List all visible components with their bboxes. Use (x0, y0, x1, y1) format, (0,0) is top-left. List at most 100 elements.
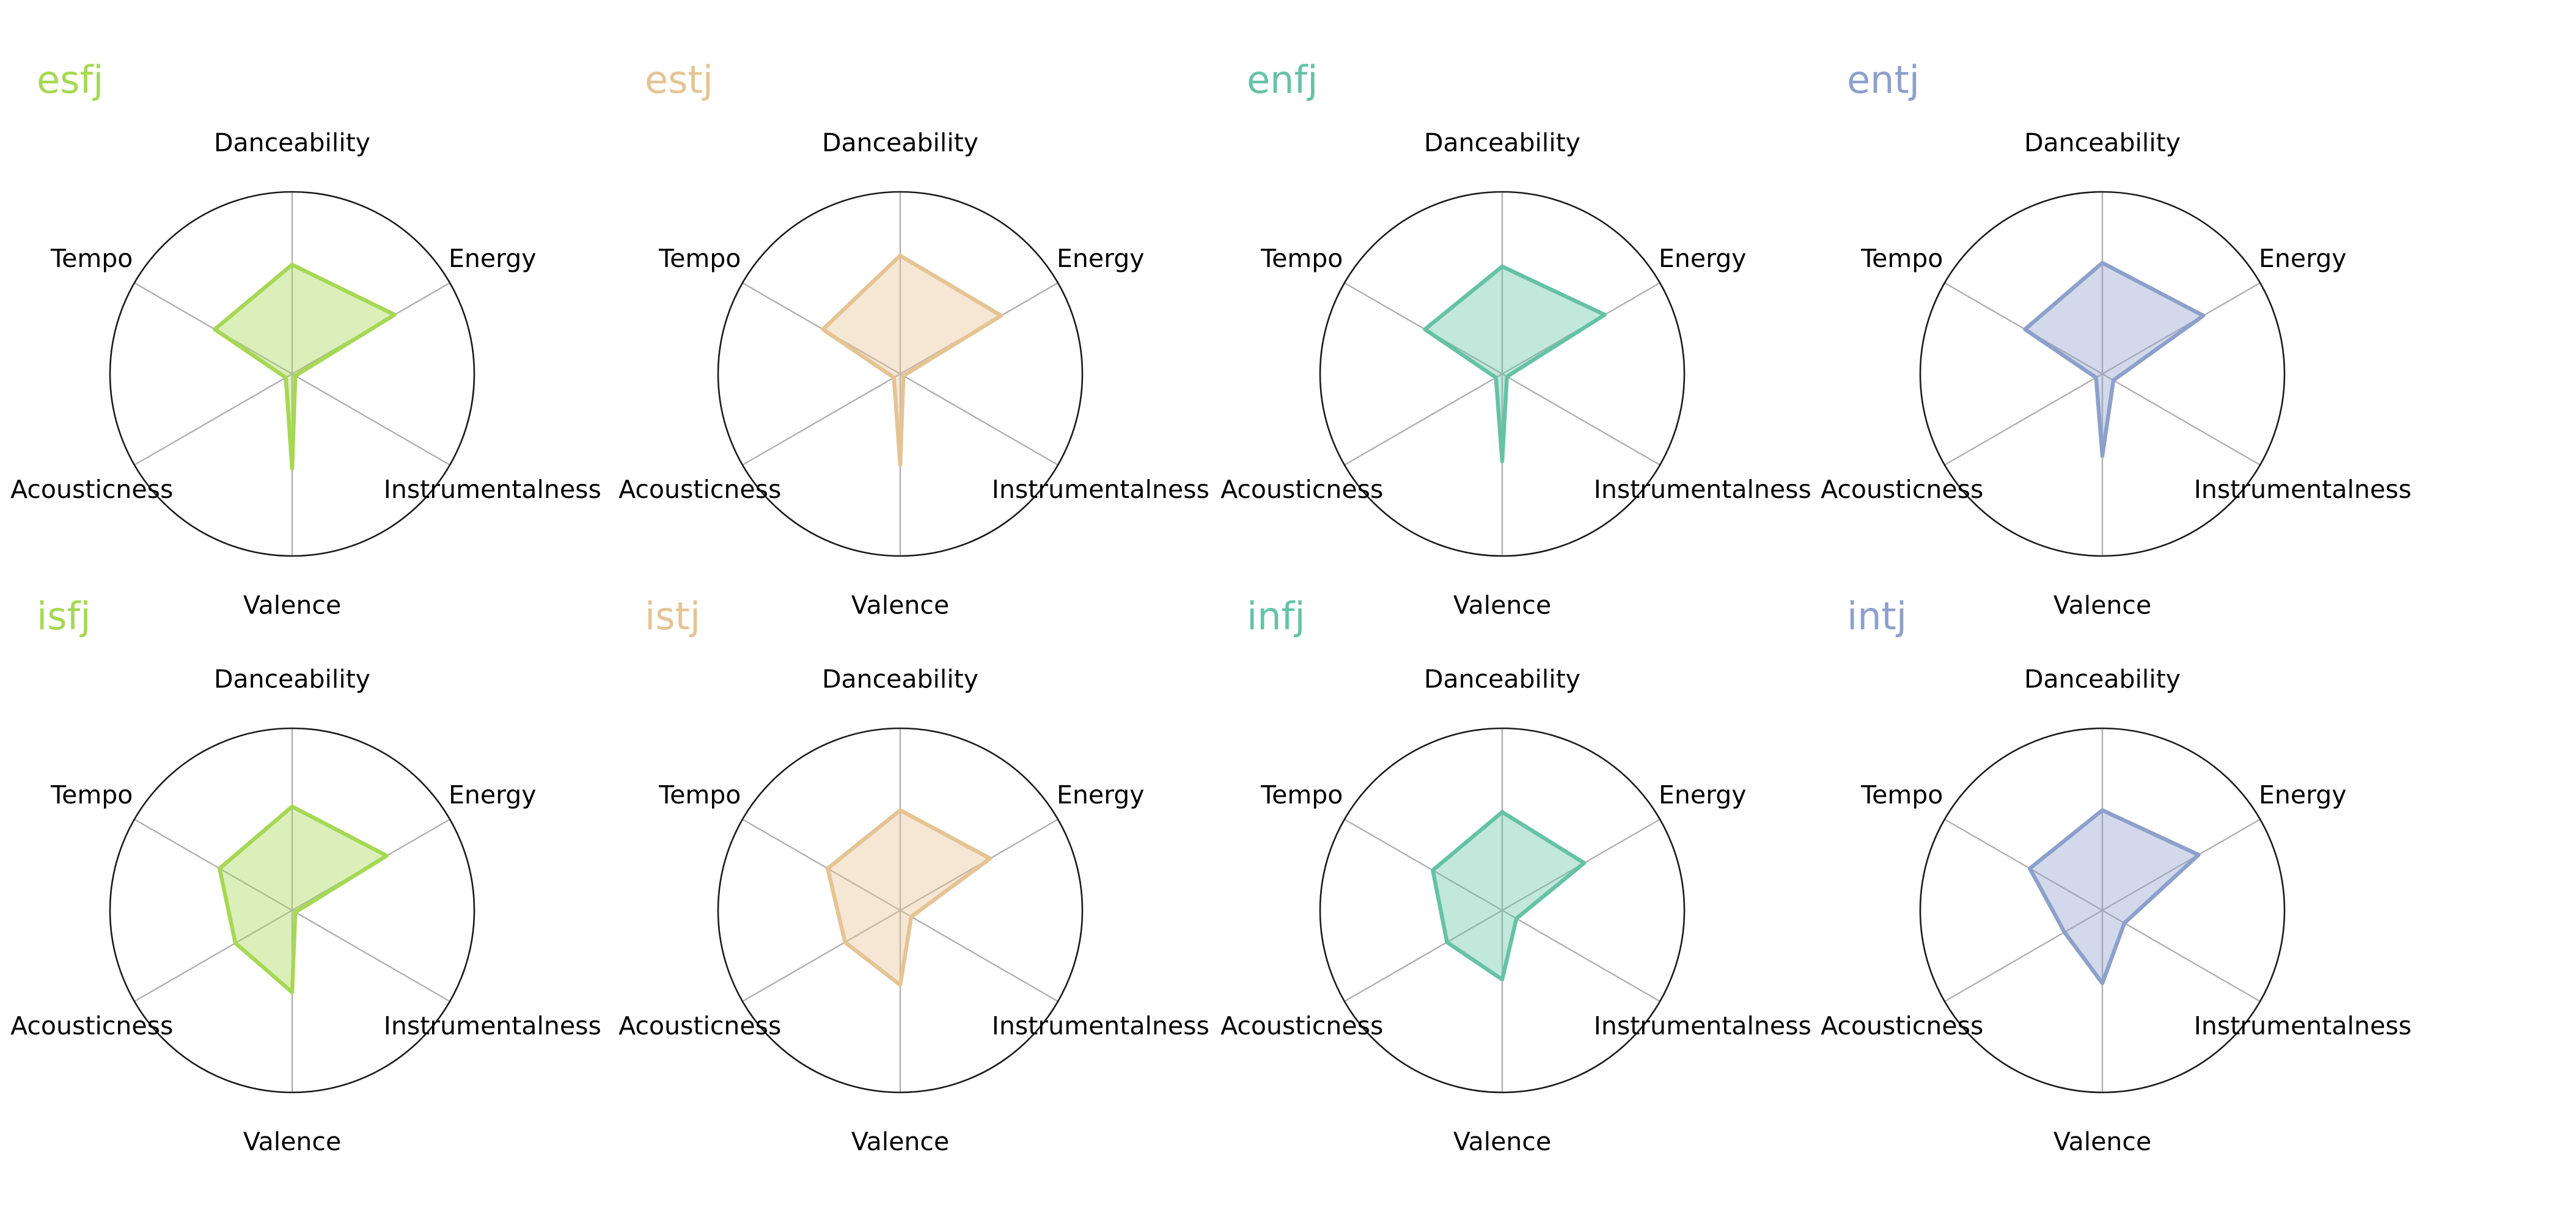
radar-spoke (1344, 909, 1503, 1003)
radar-series-area (826, 808, 993, 987)
axis-label-instrumentalness: Instrumentalness (384, 1011, 601, 1040)
radar-chart-estj: DanceabilityEnergyInstrumentalnessValenc… (618, 57, 1209, 620)
radar-series-area (213, 262, 397, 471)
radar-spoke (134, 373, 293, 466)
chart-title: isfj (37, 594, 91, 638)
radar-spoke (2102, 373, 2261, 466)
axis-label-danceability: Danceability (1424, 665, 1580, 694)
axis-label-instrumentalness: Instrumentalness (992, 475, 1209, 504)
axis-label-valence: Valence (243, 1127, 341, 1157)
radar-frame (1919, 191, 2286, 557)
radar-spoke (292, 909, 450, 1003)
radar-series-area (1423, 264, 1607, 464)
axis-label-valence: Valence (2053, 1127, 2151, 1157)
radar-spoke (134, 909, 293, 1003)
axis-label-valence: Valence (851, 1127, 949, 1157)
radar-spoke (292, 373, 450, 466)
radar-series-area (2028, 808, 2201, 985)
axis-label-energy: Energy (1659, 244, 1747, 273)
radar-spoke (1502, 373, 1660, 466)
axis-label-acousticness: Acousticness (618, 475, 781, 504)
chart-title: intj (1847, 594, 1907, 638)
axis-label-instrumentalness: Instrumentalness (992, 1011, 1209, 1040)
axis-label-energy: Energy (2259, 244, 2347, 273)
axis-label-acousticness: Acousticness (1220, 1011, 1383, 1040)
axis-label-tempo: Tempo (1260, 244, 1343, 273)
axis-label-tempo: Tempo (1260, 780, 1343, 810)
axis-label-energy: Energy (2259, 780, 2347, 810)
radar-spoke (1502, 909, 1660, 1003)
axis-label-acousticness: Acousticness (10, 475, 173, 504)
radar-series-area (218, 804, 389, 995)
radar-frame (717, 191, 1084, 557)
axis-label-acousticness: Acousticness (1220, 475, 1383, 504)
axis-label-danceability: Danceability (1424, 128, 1580, 158)
axis-label-valence: Valence (1453, 591, 1551, 620)
radar-chart-esfj: DanceabilityEnergyInstrumentalnessValenc… (10, 57, 601, 620)
axis-label-instrumentalness: Instrumentalness (1594, 1011, 1811, 1040)
radar-frame (109, 191, 475, 557)
axis-label-danceability: Danceability (2024, 665, 2181, 694)
axis-label-energy: Energy (1659, 780, 1747, 810)
radar-chart-entj: DanceabilityEnergyInstrumentalnessValenc… (1821, 57, 2412, 620)
axis-label-valence: Valence (2053, 591, 2151, 620)
radar-spoke (742, 818, 901, 912)
axis-label-energy: Energy (449, 780, 537, 810)
radar-chart-enfj: DanceabilityEnergyInstrumentalnessValenc… (1220, 57, 1811, 620)
radar-series-area (2023, 260, 2206, 458)
axis-label-instrumentalness: Instrumentalness (1594, 475, 1811, 504)
chart-title: infj (1247, 594, 1305, 638)
radar-spoke (1344, 373, 1503, 466)
chart-title: enfj (1247, 57, 1318, 102)
radar-spoke (1944, 373, 2103, 466)
radar-chart-isfj: DanceabilityEnergyInstrumentalnessValenc… (10, 594, 601, 1157)
axis-label-acousticness: Acousticness (618, 1011, 781, 1040)
axis-label-danceability: Danceability (2024, 128, 2181, 158)
axis-label-energy: Energy (449, 244, 537, 273)
axis-label-instrumentalness: Instrumentalness (2194, 475, 2412, 504)
axis-label-valence: Valence (851, 591, 949, 620)
radar-chart-intj: DanceabilityEnergyInstrumentalnessValenc… (1821, 594, 2412, 1157)
radar-frame (109, 727, 475, 1094)
radar-spoke (134, 818, 293, 912)
axis-label-tempo: Tempo (658, 780, 741, 810)
axis-label-tempo: Tempo (1860, 244, 1943, 273)
radar-chart-istj: DanceabilityEnergyInstrumentalnessValenc… (618, 594, 1209, 1157)
radar-spoke (2102, 909, 2261, 1003)
axis-label-tempo: Tempo (50, 244, 133, 273)
axis-label-energy: Energy (1057, 780, 1145, 810)
radar-spoke (742, 373, 901, 466)
axis-label-valence: Valence (1453, 1127, 1551, 1157)
radar-frame (717, 727, 1084, 1094)
radar-spoke (1344, 818, 1503, 912)
radar-frame (1319, 727, 1686, 1094)
axis-label-acousticness: Acousticness (1821, 1011, 1983, 1040)
radar-spoke (900, 909, 1059, 1003)
radar-series-area (821, 254, 1004, 467)
axis-label-danceability: Danceability (214, 665, 370, 694)
axis-label-energy: Energy (1057, 244, 1145, 273)
radar-spoke (742, 909, 901, 1003)
axis-label-tempo: Tempo (658, 244, 741, 273)
chart-title: estj (645, 57, 713, 102)
radar-series-area (1431, 810, 1587, 982)
radar-spoke (2102, 282, 2261, 375)
radar-spoke (1944, 818, 2103, 912)
chart-title: entj (1847, 57, 1920, 102)
axis-label-danceability: Danceability (822, 128, 978, 158)
radar-frame (1919, 727, 2286, 1094)
radar-chart-infj: DanceabilityEnergyInstrumentalnessValenc… (1220, 594, 1811, 1157)
radar-spoke (900, 373, 1059, 466)
axis-label-valence: Valence (243, 591, 341, 620)
axis-label-danceability: Danceability (822, 665, 978, 694)
radar-spoke (1944, 909, 2103, 1003)
axis-label-instrumentalness: Instrumentalness (2194, 1011, 2412, 1040)
axis-label-instrumentalness: Instrumentalness (384, 475, 601, 504)
axis-label-danceability: Danceability (214, 128, 370, 158)
radar-frame (1319, 191, 1686, 557)
axis-label-tempo: Tempo (50, 780, 133, 810)
axis-label-acousticness: Acousticness (10, 1011, 173, 1040)
axis-label-tempo: Tempo (1860, 780, 1943, 810)
chart-title: esfj (37, 57, 104, 102)
